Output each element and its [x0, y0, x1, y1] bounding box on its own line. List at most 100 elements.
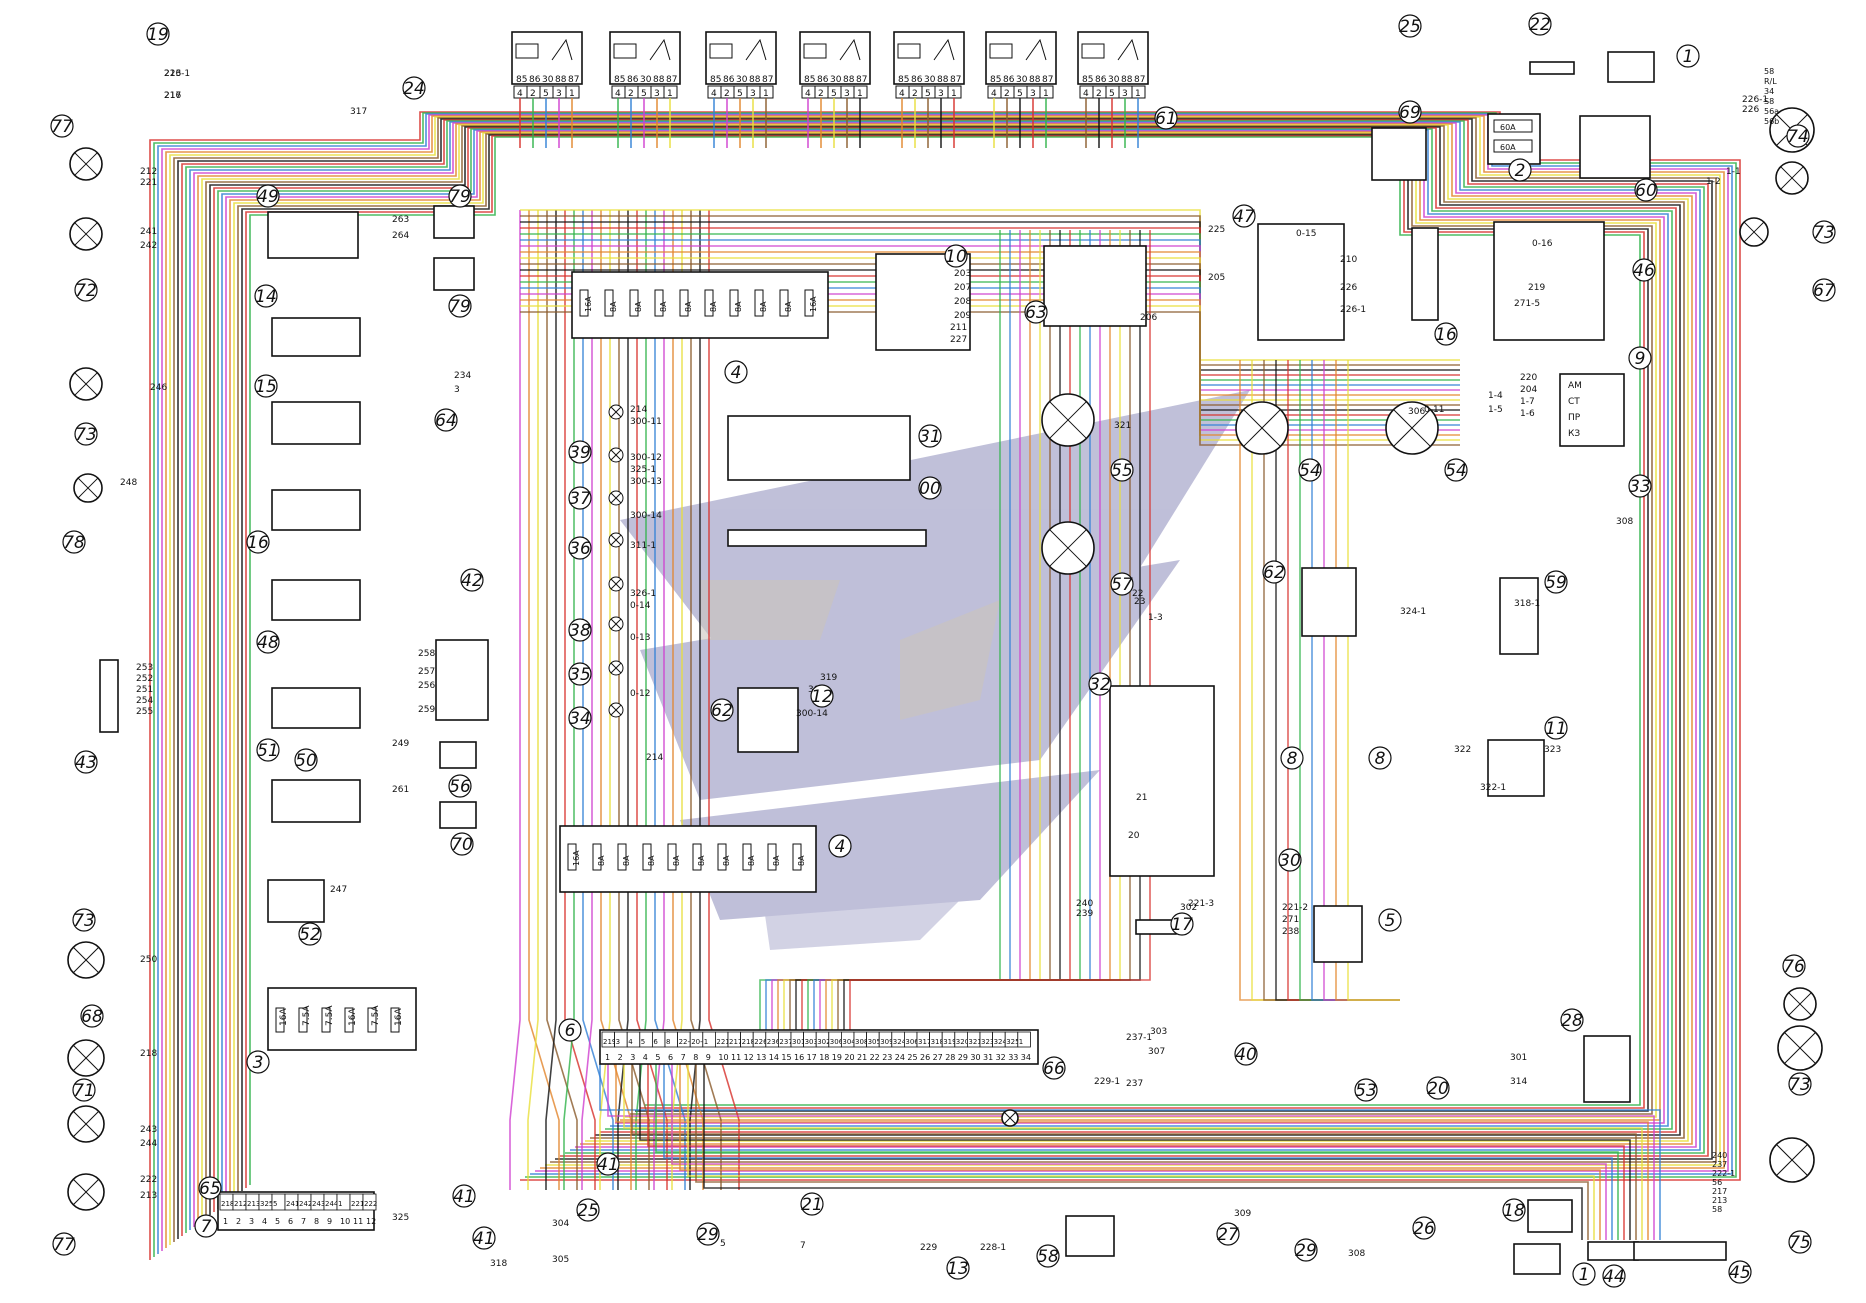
callout-circle [1786, 124, 1810, 148]
callout-number: 29 [1295, 1241, 1317, 1261]
callout-c57: 57 [1110, 572, 1134, 596]
switch-51 [271, 687, 361, 729]
lamp-cross [74, 152, 98, 176]
callout-circle [918, 424, 942, 448]
callout-circle [1234, 1042, 1258, 1066]
wire-label: 304 [552, 1219, 569, 1229]
callout-c59: 59 [1544, 570, 1568, 594]
connector-6-pin-label: 324 [893, 1038, 907, 1046]
connector-6-pin-number: 17 [807, 1053, 817, 1062]
callout-circle [1812, 278, 1836, 302]
callout-number: 46 [1633, 261, 1655, 281]
indicator-lamp-icon [608, 404, 624, 420]
relay-pin-label: 87 [950, 75, 961, 85]
fuse-rating: 8A [659, 301, 668, 312]
lamp-icon [1769, 1137, 1815, 1183]
connector-6-pin-number: 31 [983, 1053, 993, 1062]
harness-wire [169, 116, 1721, 1245]
connector-6-pin-label: 309 [880, 1038, 893, 1046]
connector-6-pin-number: 22 [870, 1053, 880, 1062]
sensor-5 [1313, 905, 1363, 963]
block-7-pin [362, 1193, 377, 1211]
callout-c7: 7 [194, 1214, 218, 1238]
callout-number: 64 [435, 411, 457, 431]
callout-number: 35 [569, 665, 591, 685]
callout-c5: 5 [1378, 908, 1402, 932]
wire-label: 206 [1140, 313, 1157, 323]
block-7-pin-number: 8 [314, 1217, 319, 1226]
callout-number: 13 [947, 1259, 969, 1279]
callout-number: 17 [1171, 915, 1193, 935]
wire-label: 209 [954, 311, 971, 321]
block-7-pin-number: 5 [275, 1217, 280, 1226]
connector-6-pin-label: 301 [792, 1038, 805, 1046]
callout-c37: 37 [568, 486, 592, 510]
relay-contact-icon [551, 38, 573, 61]
connector-6-pin-number: 15 [781, 1053, 791, 1062]
fuse-rating: 16A [584, 296, 593, 312]
relay-pin-label: 85 [710, 75, 721, 85]
harness-wire [655, 1064, 1619, 1240]
callout-number: 42 [461, 571, 483, 591]
wire-label: 1-2 [1706, 177, 1721, 187]
wire-label: 242 [140, 241, 157, 251]
callout-number: 73 [75, 425, 97, 445]
wire-label: 229-1 [1094, 1077, 1120, 1087]
callout-number: 1 [1683, 47, 1694, 67]
block-7-pin-label: 1 [338, 1200, 342, 1208]
callout-circle [1036, 1244, 1060, 1268]
wire-label: 259 [418, 705, 435, 715]
harness-wire [607, 1064, 1655, 1240]
callout-c46: 46 [1632, 258, 1656, 282]
fuse-icon [717, 843, 727, 871]
harness-wire [205, 125, 1685, 1218]
relay-contact-icon [839, 38, 861, 61]
callout-circle [1278, 848, 1302, 872]
wire-label: 322-1 [1480, 783, 1506, 793]
harness-wire [563, 210, 575, 1190]
fuse-rating: 7.5A [371, 1005, 381, 1026]
relay-52 [267, 879, 325, 923]
relay-pin-number: 5 [543, 89, 549, 99]
harness-wire [545, 210, 557, 1190]
fuse-rating: 8A [684, 301, 693, 312]
harness-wire [618, 210, 650, 1190]
callout-c70: 70 [450, 832, 474, 856]
lamp-cross [1776, 1144, 1808, 1176]
wire-label: 228-1 [980, 1243, 1006, 1253]
controller-63 [1043, 245, 1147, 327]
callout-circle [1434, 322, 1458, 346]
lamp-icon [1777, 1025, 1823, 1071]
relay-pin-number: 4 [517, 89, 523, 99]
lamp-icon [1235, 401, 1289, 455]
callout-circle [1216, 1222, 1240, 1246]
lamp-75-pin: 213 [1712, 1196, 1727, 1205]
relay-pin-number: 3 [654, 89, 660, 99]
connector-6-pin-label: 218 [742, 1038, 755, 1046]
callout-c1a: 1 [1676, 44, 1700, 68]
callout-c29a: 29 [696, 1222, 720, 1246]
callout-circle [596, 1152, 620, 1176]
fuse-icon [667, 843, 677, 871]
callout-c41b: 41 [452, 1184, 476, 1208]
block-7-pin-number: 6 [288, 1217, 293, 1226]
wire-label: 210 [1340, 255, 1357, 265]
callout-circle [1782, 954, 1806, 978]
switch-15 [271, 401, 361, 445]
lamp-cross [610, 492, 622, 504]
switch-16-right [1411, 227, 1439, 321]
relay-pin-label: 85 [1082, 75, 1093, 85]
fuse-rating: 7.5A [302, 1005, 312, 1026]
block-7-pin-label: 242 [299, 1200, 312, 1208]
callout-c8a: 8 [1280, 746, 1304, 770]
lamp-icon [67, 1173, 105, 1211]
fuse-icon [642, 843, 652, 871]
wire-label: 213 [140, 1191, 157, 1201]
block-7-pin-label: 241 [286, 1200, 299, 1208]
callout-c39: 39 [568, 440, 592, 464]
connector-00 [727, 529, 927, 547]
callout-c13: 13 [946, 1256, 970, 1280]
harness-wire [546, 210, 578, 1190]
lamp-cross [73, 1045, 99, 1071]
callout-c28: 28 [1560, 1008, 1584, 1032]
